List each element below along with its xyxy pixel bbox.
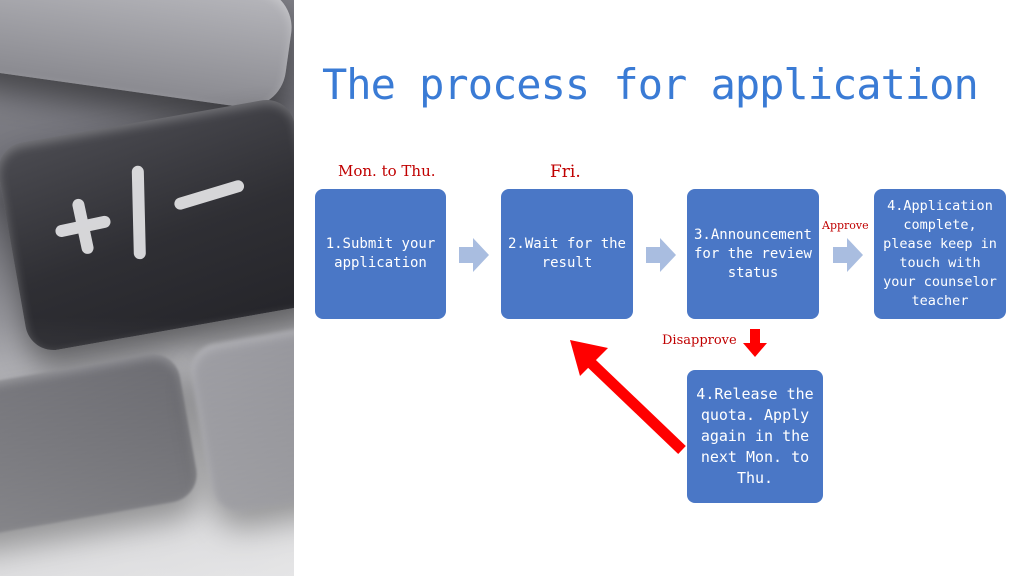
- step-label: 4.Release the quota. Apply again in the …: [696, 385, 814, 487]
- step-application-complete: 4.Application complete, please keep in t…: [874, 189, 1006, 319]
- step-label: 1.Submit your application: [325, 236, 436, 271]
- label-mon-to-thu: Mon. to Thu.: [338, 162, 436, 180]
- step-announcement: 3.Announcement for the review status: [687, 189, 819, 319]
- step-release-quota: 4.Release the quota. Apply again in the …: [687, 370, 823, 503]
- right-arrow-icon: [833, 238, 863, 272]
- photo-fade-overlay: [0, 0, 294, 576]
- diagonal-arrow-icon: [570, 340, 686, 454]
- down-arrow-icon: [743, 329, 767, 357]
- right-arrow-icon: [646, 238, 676, 272]
- label-fri: Fri.: [550, 162, 581, 182]
- step-wait-for-result: 2.Wait for the result: [501, 189, 633, 319]
- edge-label-approve: Approve: [822, 219, 869, 232]
- page-title: The process for application: [322, 60, 979, 109]
- calculator-keys-photo: [0, 0, 294, 576]
- step-label: 2.Wait for the result: [507, 236, 626, 271]
- step-submit-application: 1.Submit your application: [315, 189, 446, 319]
- right-arrow-icon: [459, 238, 489, 272]
- step-label: 4.Application complete, please keep in t…: [883, 198, 997, 309]
- step-label: 3.Announcement for the review status: [693, 226, 812, 281]
- plus-minus-key-icon: [55, 165, 245, 260]
- edge-label-disapprove: Disapprove: [662, 333, 737, 348]
